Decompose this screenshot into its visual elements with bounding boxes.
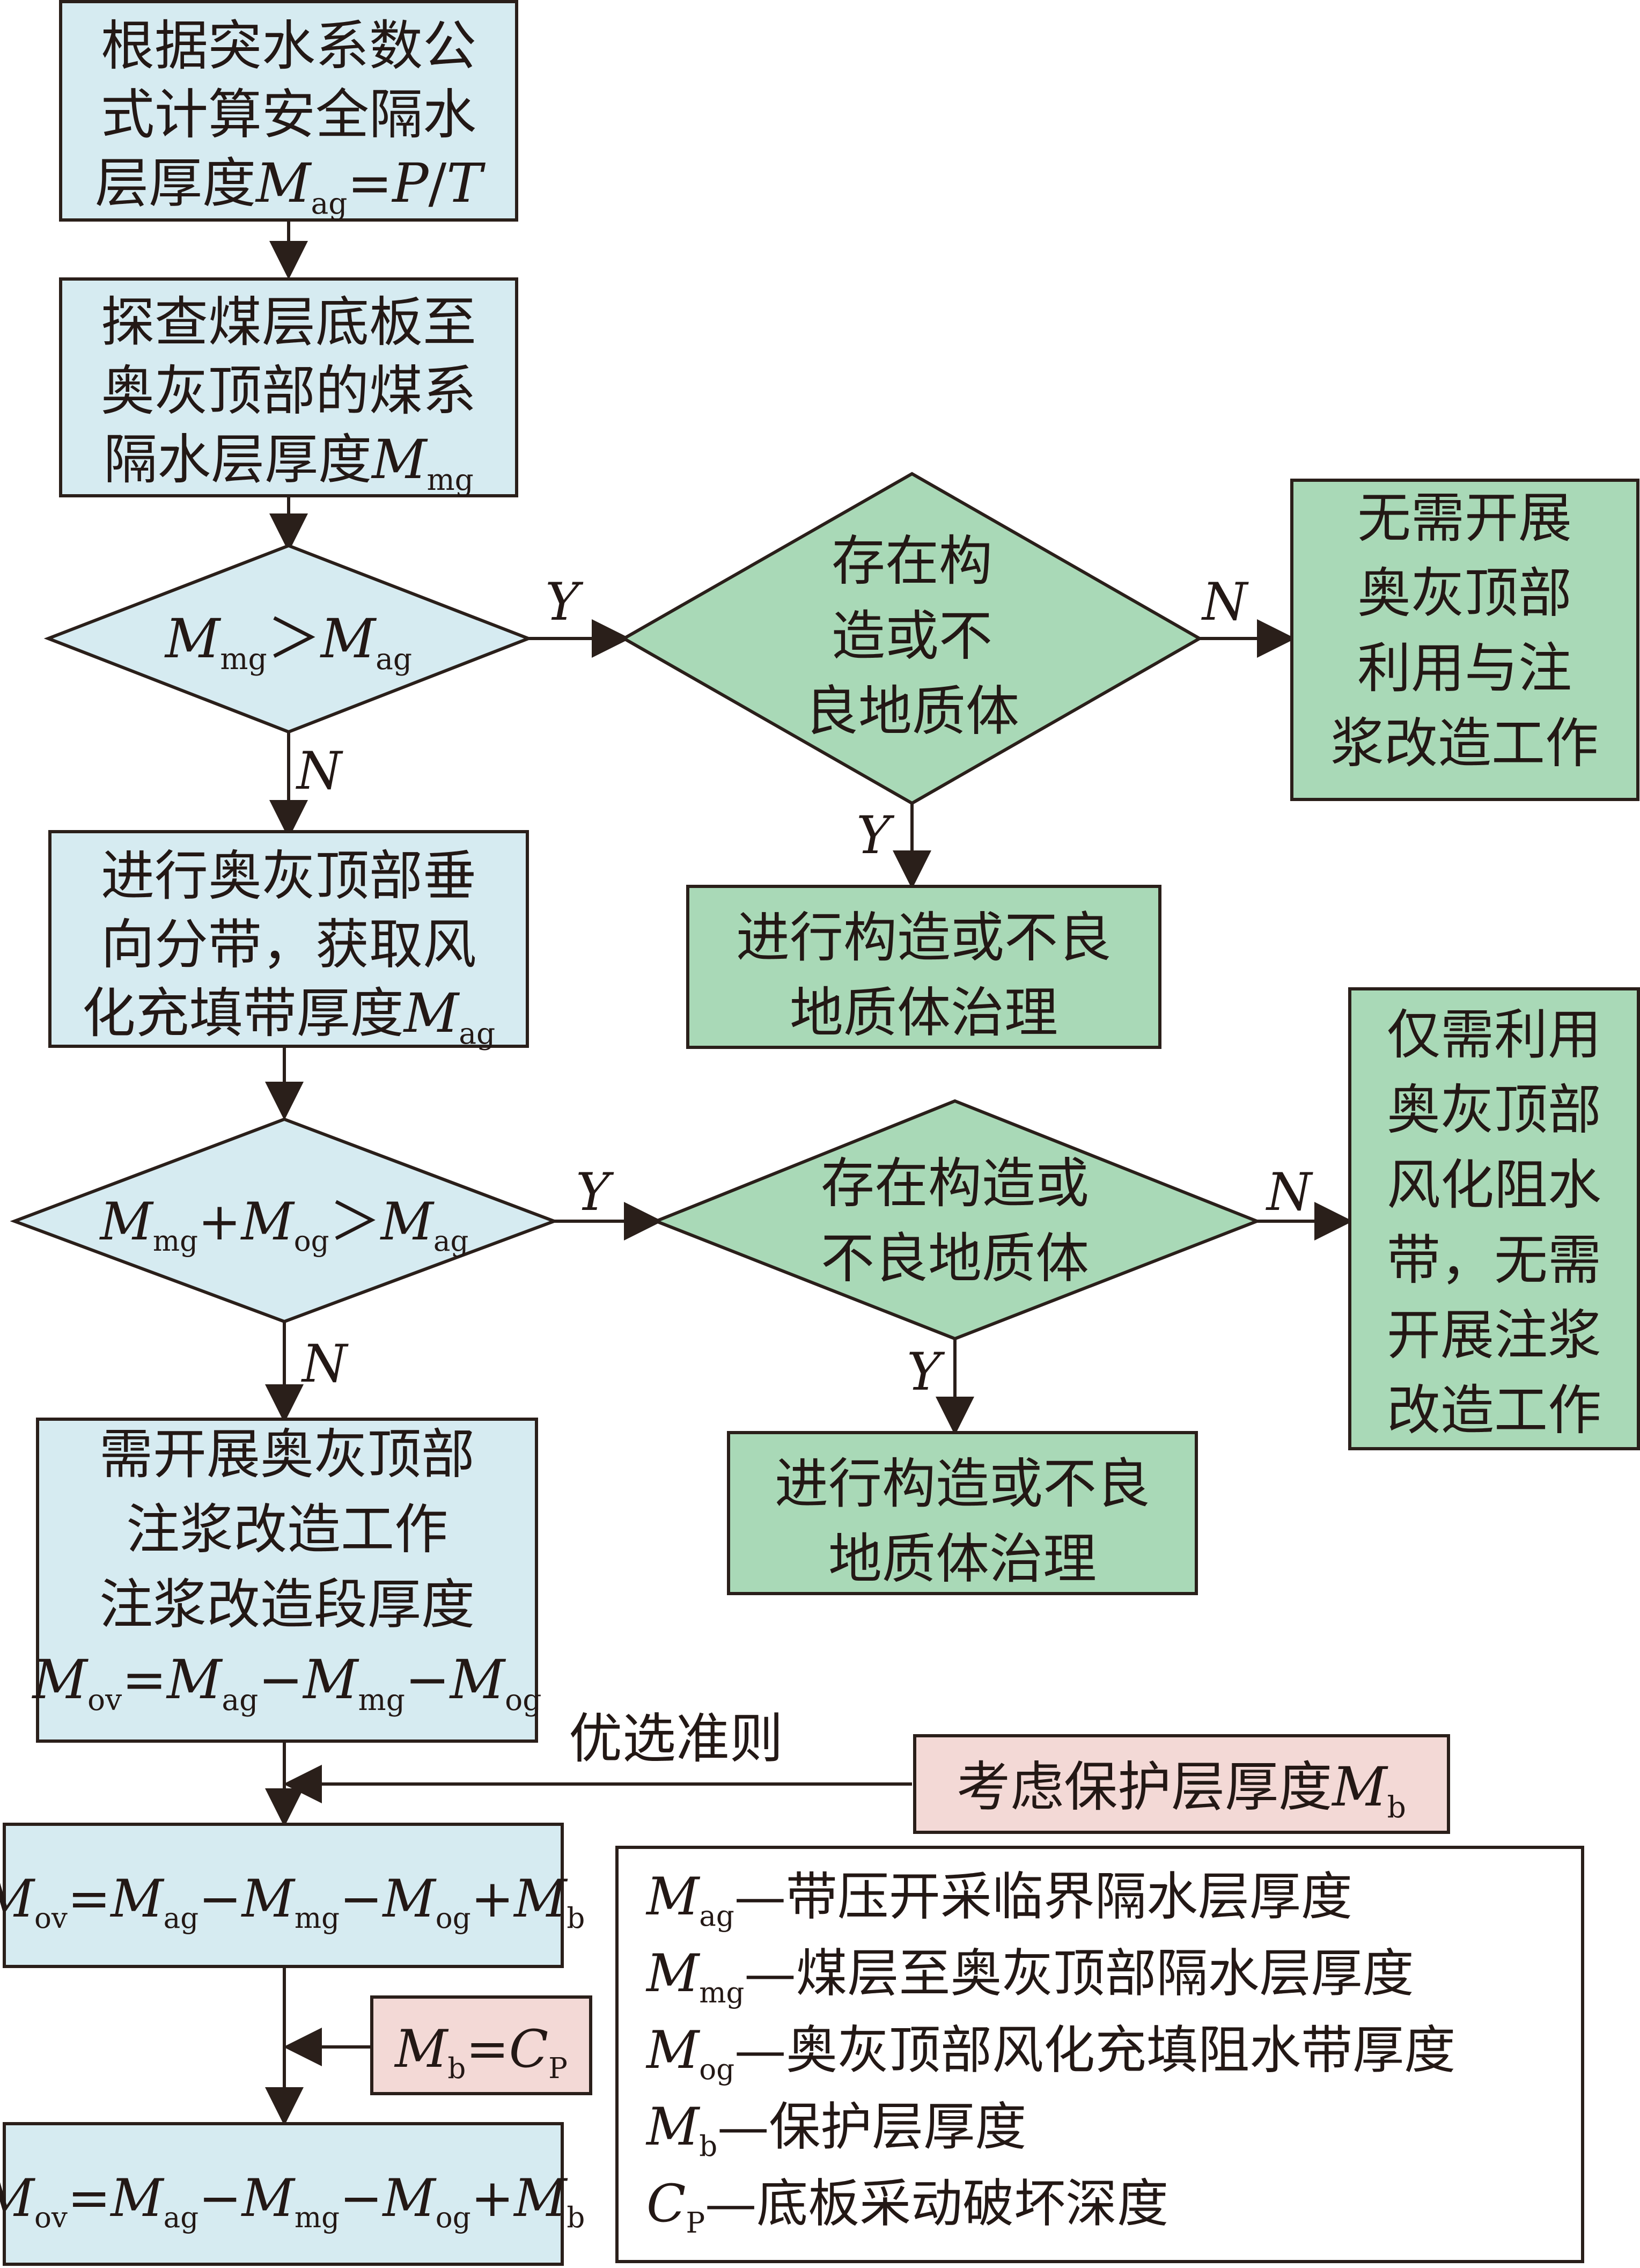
legend-item-3: Mb—保护层厚度	[645, 2097, 1026, 2163]
b4-line-3: Mov=Mag−Mmg−Mog	[32, 1648, 542, 1717]
d4-line-0: 存在构造或	[821, 1152, 1089, 1215]
label-no-4: N	[301, 1334, 349, 1394]
box-no-grouting-needed	[1290, 479, 1639, 801]
g3-line-1: 奥灰顶部	[1387, 1078, 1601, 1141]
label-yes-1: Y	[545, 572, 584, 632]
box-consider-protective-layer	[913, 1734, 1450, 1834]
box-mb-equals-cp	[370, 1995, 592, 2095]
b3-line-2: 化充填带厚度Mag	[82, 982, 495, 1051]
g3-line-5: 改造工作	[1387, 1379, 1601, 1442]
g3-line-3: 带，无需	[1387, 1229, 1601, 1291]
label-yes-2: Y	[856, 805, 895, 865]
b4-line-2: 注浆改造段厚度	[99, 1573, 475, 1636]
label-yes-3: Y	[576, 1162, 614, 1222]
decision-mmg-mog-gt-mag	[10, 1117, 559, 1324]
box-only-use-weathered-zone	[1348, 987, 1640, 1450]
g3-line-0: 仅需利用	[1387, 1003, 1601, 1066]
b3-line-1: 向分带，获取风	[101, 913, 476, 976]
b4-line-0: 需开展奥灰顶部	[99, 1423, 475, 1486]
label-optimization-criteria: 优选准则	[569, 1707, 783, 1770]
label-no-2: N	[296, 741, 343, 801]
b2-line-1: 奥灰顶部的煤系	[101, 359, 476, 422]
g1-line-3: 浆改造工作	[1330, 712, 1599, 775]
label-no-3: N	[1266, 1162, 1313, 1222]
g4-line-1: 地质体治理	[828, 1528, 1097, 1590]
b5-line-0: Mov=Mag−Mmg−Mog+Mb	[0, 1869, 585, 1935]
b1-line-1: 式计算安全隔水	[101, 83, 476, 146]
label-yes-4: Y	[907, 1342, 945, 1402]
d4-line-1: 不良地质体	[821, 1227, 1089, 1290]
b4-line-1: 注浆改造工作	[126, 1498, 448, 1561]
legend-box	[615, 1846, 1584, 2263]
box-formula-with-mb-2	[3, 2122, 564, 2266]
b6-line-0: Mov=Mag−Mmg−Mog+Mb	[0, 2168, 585, 2234]
g2-line-0: 进行构造或不良	[736, 906, 1112, 969]
box-structure-treatment-1	[686, 885, 1161, 1049]
d1-line-0: Mmg＞Mag	[164, 607, 412, 676]
p1-line-0: 考虑保护层厚度Mb	[957, 1756, 1406, 1824]
box-formula-with-mb-1	[3, 1823, 564, 1968]
box-structure-treatment-2	[727, 1431, 1198, 1595]
g4-line-0: 进行构造或不良	[775, 1452, 1150, 1515]
legend-item-1: Mmg—煤层至奥灰顶部隔水层厚度	[645, 1943, 1414, 2009]
box-probe-aquiclude	[59, 277, 518, 497]
d2-line-1: 造或不	[832, 605, 992, 667]
d2-line-0: 存在构	[832, 530, 992, 592]
decision-structure-exists-2	[651, 1099, 1262, 1341]
box-compute-safe-thickness	[59, 0, 518, 222]
legend-item-2: Mog—奥灰顶部风化充填阻水带厚度	[645, 2020, 1455, 2086]
legend-item-0: Mag—带压开采临界隔水层厚度	[645, 1867, 1352, 1933]
p2-line-0: Mb=CP	[394, 2019, 568, 2085]
g2-line-1: 地质体治理	[790, 981, 1058, 1044]
b1-line-0: 根据突水系数公	[101, 14, 476, 77]
box-grouting-thickness	[36, 1418, 538, 1743]
d2-line-2: 良地质体	[805, 680, 1019, 743]
label-no-1: N	[1201, 572, 1249, 632]
g3-line-2: 风化阻水	[1387, 1154, 1601, 1216]
g1-line-0: 无需开展	[1357, 487, 1572, 549]
g1-line-1: 奥灰顶部	[1357, 562, 1572, 625]
decision-structure-exists-1	[620, 472, 1203, 805]
g1-line-2: 利用与注	[1357, 637, 1572, 700]
d3-line-0: Mmg+Mog＞Mag	[99, 1192, 469, 1258]
b1-line-2: 层厚度Mag=P/T	[95, 152, 486, 221]
b2-line-2: 隔水层厚度Mmg	[104, 428, 474, 497]
box-vertical-zoning	[48, 830, 529, 1048]
b2-line-0: 探查煤层底板至	[101, 291, 476, 354]
g3-line-4: 开展注浆	[1387, 1304, 1601, 1367]
legend-item-4: CP—底板采动破坏深度	[646, 2174, 1168, 2240]
b3-line-0: 进行奥灰顶部垂	[101, 845, 476, 907]
decision-mmg-gt-mag	[43, 544, 533, 734]
